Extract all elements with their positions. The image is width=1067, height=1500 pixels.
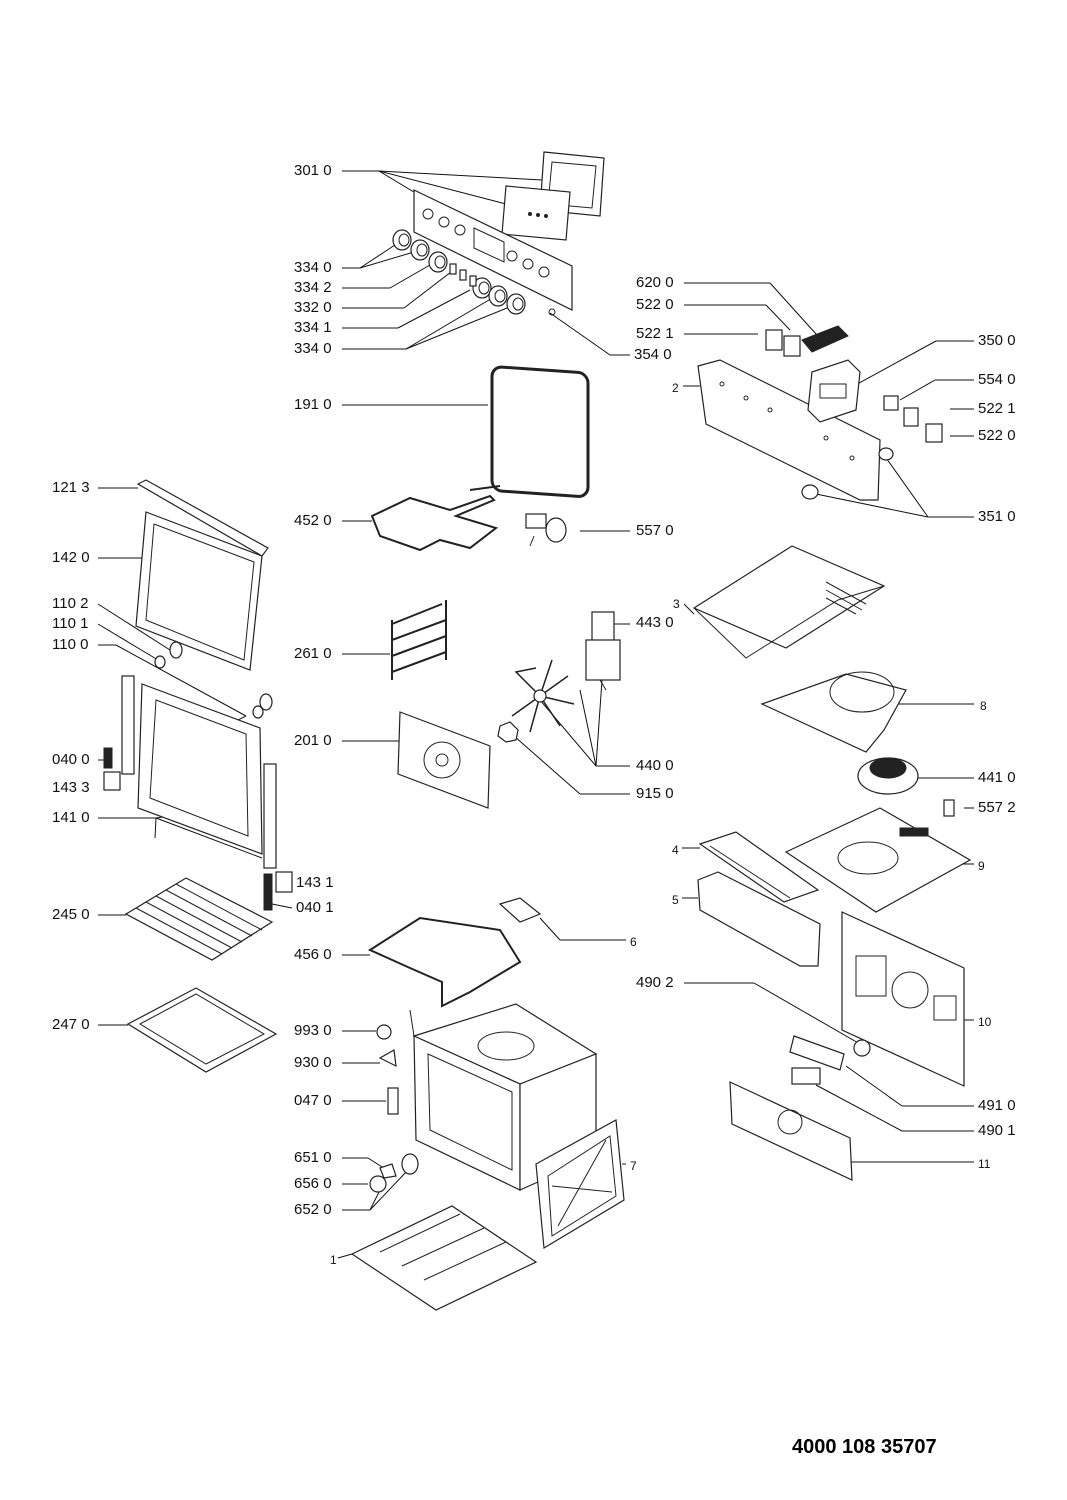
- part-141-inner-door: [137, 683, 263, 855]
- label-201-0: 201 0: [294, 732, 332, 749]
- label-247-0: 247 0: [52, 1016, 90, 1033]
- part-control-panel: [413, 189, 573, 316]
- label-915-0: 915 0: [636, 785, 674, 802]
- label-11: 11: [978, 1157, 991, 1171]
- label-993-0: 993 0: [294, 1022, 332, 1039]
- label-047-0: 047 0: [294, 1092, 332, 1109]
- part-11-lower-panel: [729, 1081, 853, 1181]
- part-control-module: [697, 325, 943, 501]
- part-small-fittings: [369, 1024, 419, 1193]
- part-456-lower-element: [367, 916, 522, 1008]
- label-191-0: 191 0: [294, 396, 332, 413]
- label-2: 2: [672, 381, 679, 395]
- part-142-outer-glass: [135, 511, 263, 671]
- part-440-fan: [511, 659, 575, 733]
- label-443-0: 443 0: [636, 614, 674, 631]
- label-334-0-b: 334 0: [294, 340, 332, 357]
- label-334-2: 334 2: [294, 279, 332, 296]
- label-7: 7: [630, 1159, 637, 1173]
- label-557-2: 557 2: [978, 799, 1016, 816]
- part-191-gasket: [490, 365, 590, 498]
- label-261-0: 261 0: [294, 645, 332, 662]
- part-490-connector: [791, 1067, 821, 1085]
- label-441-0: 441 0: [978, 769, 1016, 786]
- label-10: 10: [978, 1015, 992, 1029]
- part-1-bottom-plate: [350, 1205, 538, 1311]
- label-142-0: 142 0: [52, 549, 90, 566]
- part-4-rail: [698, 831, 820, 903]
- label-452-0: 452 0: [294, 512, 332, 529]
- label-301-0: 301 0: [294, 162, 332, 179]
- label-334-1: 334 1: [294, 319, 332, 336]
- label-3: 3: [673, 597, 680, 611]
- part-201-back-panel: [397, 711, 491, 809]
- label-110-1: 110 1: [52, 615, 89, 632]
- part-557-2-sensor: [943, 799, 955, 817]
- label-522-1-b: 522 1: [978, 400, 1016, 417]
- part-knobs: [392, 229, 526, 315]
- label-143-1: 143 1: [296, 874, 334, 891]
- part-7-side-panel: [535, 1119, 625, 1250]
- label-522-0-b: 522 0: [978, 427, 1016, 444]
- label-040-0: 040 0: [52, 751, 90, 768]
- part-3-top-cover: [692, 545, 886, 659]
- label-651-0: 651 0: [294, 1149, 332, 1166]
- label-332-0: 332 0: [294, 299, 332, 316]
- part-443-fan-motor: [585, 611, 621, 691]
- part-491-terminal-block: [789, 1035, 871, 1071]
- label-456-0: 456 0: [294, 946, 332, 963]
- label-040-1: 040 1: [296, 899, 334, 916]
- label-354-0: 354 0: [634, 346, 672, 363]
- part-110-washers: [154, 641, 273, 721]
- label-652-0: 652 0: [294, 1201, 332, 1218]
- label-491-0: 491 0: [978, 1097, 1016, 1114]
- label-110-0: 110 0: [52, 636, 89, 653]
- label-490-2: 490 2: [636, 974, 674, 991]
- label-554-0: 554 0: [978, 371, 1016, 388]
- label-5: 5: [672, 893, 679, 907]
- part-301-frame: [501, 151, 605, 241]
- part-9-base-plate: [784, 807, 972, 913]
- part-hinges: [103, 675, 293, 911]
- part-915-nut: [497, 721, 519, 743]
- part-121-top-trim: [136, 479, 269, 557]
- label-522-0: 522 0: [636, 296, 674, 313]
- part-10-rear-panel: [841, 911, 965, 1087]
- label-656-0: 656 0: [294, 1175, 332, 1192]
- part-5-side-bracket: [697, 871, 821, 967]
- label-522-1: 522 1: [636, 325, 674, 342]
- part-247-tray: [126, 987, 278, 1073]
- label-110-2: 110 2: [52, 595, 89, 612]
- label-351-0: 351 0: [978, 508, 1016, 525]
- label-143-3: 143 3: [52, 779, 90, 796]
- label-930-0: 930 0: [294, 1054, 332, 1071]
- label-440-0: 440 0: [636, 757, 674, 774]
- label-9: 9: [978, 859, 985, 873]
- label-4: 4: [672, 843, 679, 857]
- document-number: 4000 108 35707: [792, 1436, 937, 1458]
- label-350-0: 350 0: [978, 332, 1016, 349]
- label-6: 6: [630, 935, 637, 949]
- label-334-0: 334 0: [294, 259, 332, 276]
- label-8: 8: [980, 699, 987, 713]
- label-620-0: 620 0: [636, 274, 674, 291]
- part-245-wire-shelf: [124, 877, 274, 961]
- part-6-bracket: [498, 897, 542, 923]
- part-8-fan-housing: [760, 671, 907, 753]
- part-452-grill-element: [370, 485, 501, 552]
- part-441-motor: [857, 757, 919, 795]
- part-261-side-rack: [391, 600, 447, 680]
- label-557-0: 557 0: [636, 522, 674, 539]
- label-1: 1: [330, 1253, 337, 1267]
- label-141-0: 141 0: [52, 809, 90, 826]
- label-245-0: 245 0: [52, 906, 90, 923]
- label-121-3: 121 3: [52, 479, 90, 496]
- label-490-1: 490 1: [978, 1122, 1016, 1139]
- part-557-thermostat: [525, 513, 567, 547]
